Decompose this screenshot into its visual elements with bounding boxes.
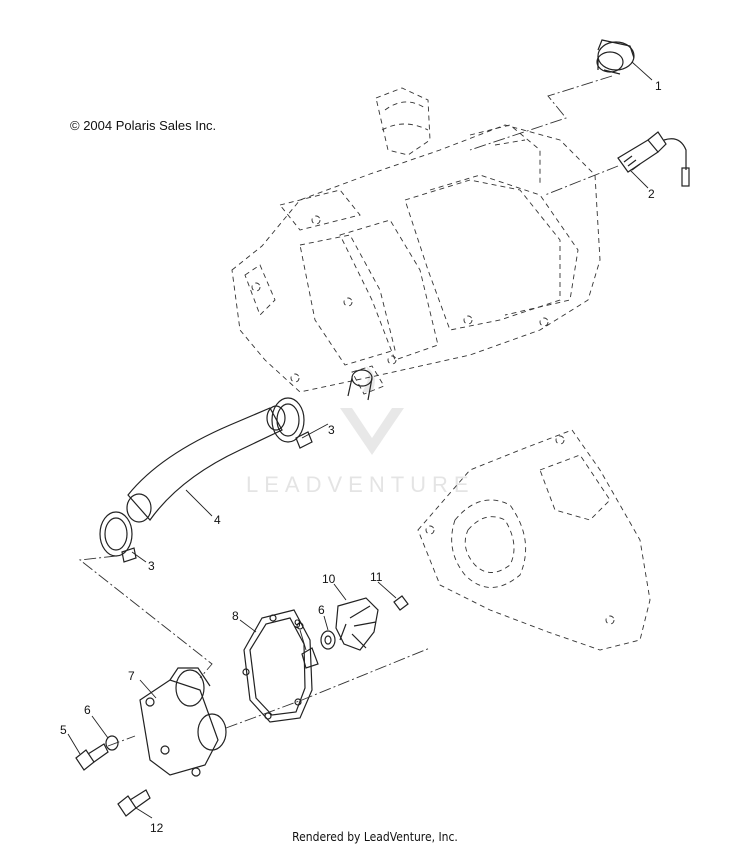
cylinder-head	[231, 87, 601, 395]
bolt-5	[75, 743, 109, 771]
callout-12: 12	[150, 821, 164, 835]
leader-line	[67, 733, 81, 755]
leader-line	[91, 715, 109, 739]
leader-line	[131, 551, 147, 563]
thermostat-housing	[596, 39, 635, 75]
leader-line	[139, 679, 157, 699]
watermark-text: LEADVENTURE	[246, 472, 475, 497]
leader-line	[323, 615, 329, 631]
hose-clamp-lower	[99, 511, 137, 563]
washer-impeller	[320, 630, 336, 650]
footer-credit: Rendered by LeadVenture, Inc.	[292, 830, 458, 844]
callout-5: 5	[60, 723, 67, 737]
leader-line	[333, 583, 347, 601]
callout-2: 2	[648, 187, 655, 201]
callout-6-left: 6	[84, 703, 91, 717]
pump-seal	[301, 647, 319, 669]
leader-line	[299, 629, 307, 651]
leader-line	[239, 619, 257, 633]
pump-gasket	[242, 609, 313, 723]
bolt-12	[117, 789, 151, 817]
assembly-line	[78, 555, 213, 679]
temperature-sensor	[617, 131, 690, 187]
leader-line	[377, 581, 397, 599]
leader-line	[301, 423, 329, 439]
washer-6	[105, 735, 119, 751]
leader-line	[135, 807, 153, 819]
assembly-line	[107, 735, 136, 747]
crankcase	[417, 429, 651, 651]
callout-4: 4	[214, 513, 221, 527]
callout-3-upper: 3	[328, 423, 335, 437]
assembly-line	[544, 165, 619, 196]
impeller	[335, 597, 379, 651]
assembly-line	[225, 647, 431, 729]
callout-1: 1	[655, 79, 662, 93]
water-pump-cover	[139, 667, 227, 777]
coolant-hose	[126, 405, 286, 523]
copyright-notice: © 2004 Polaris Sales Inc.	[70, 118, 217, 133]
callout-10: 10	[322, 572, 336, 586]
callout-3-lower: 3	[148, 559, 155, 573]
callout-8: 8	[232, 609, 239, 623]
outlet-nipple	[347, 369, 373, 401]
callout-11: 11	[370, 570, 383, 584]
callout-7: 7	[128, 669, 135, 683]
impeller-nut	[393, 595, 409, 611]
leadventure-watermark: LEADVENTURE	[246, 366, 475, 497]
leader-line	[631, 61, 653, 81]
leader-line	[629, 169, 649, 189]
leader-line	[185, 489, 213, 517]
assembly-line	[469, 75, 613, 151]
callout-6-right: 6	[318, 603, 325, 617]
callout-9: 9	[294, 617, 301, 631]
hose-clamp-upper	[271, 397, 313, 449]
